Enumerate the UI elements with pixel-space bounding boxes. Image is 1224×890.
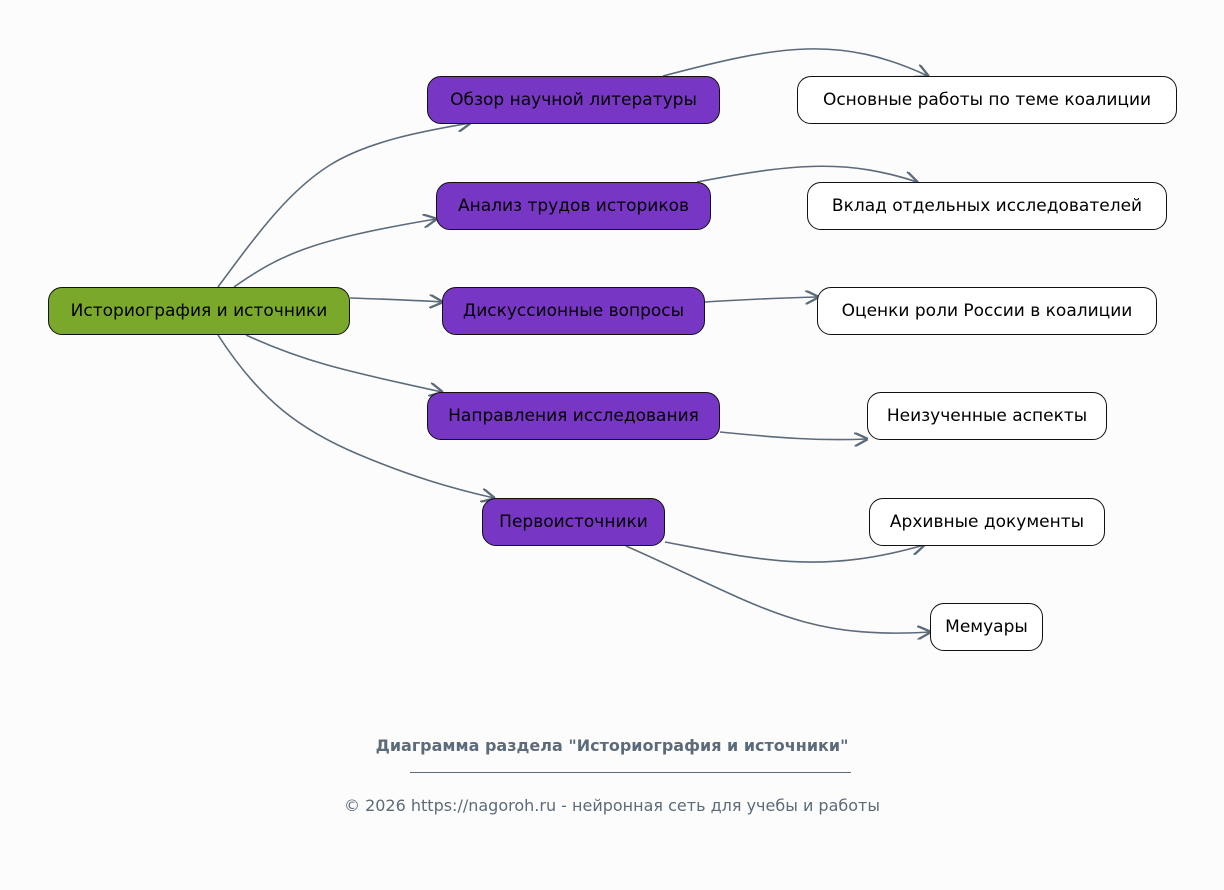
edge-root-s3 (349, 298, 442, 302)
node-section-debated-issues[interactable]: Дискуссионные вопросы (442, 287, 705, 335)
edge-root-s1 (217, 123, 470, 288)
edge-s1-l1 (662, 48, 928, 76)
node-leaf-main-works[interactable]: Основные работы по теме коалиции (797, 76, 1177, 124)
node-section-research-directions[interactable]: Направления исследования (427, 392, 720, 440)
node-root[interactable]: Историография и источники (48, 287, 350, 335)
edge-s2-l2 (696, 165, 917, 182)
node-leaf-russia-role[interactable]: Оценки роли России в коалиции (817, 287, 1157, 335)
divider (410, 772, 851, 773)
diagram-title: Диаграмма раздела "Историография и источ… (375, 736, 849, 755)
node-section-historians-analysis[interactable]: Анализ трудов историков (436, 182, 711, 230)
node-leaf-unexplored-aspects[interactable]: Неизученные аспекты (867, 392, 1107, 440)
edge-s3-l3 (704, 297, 818, 302)
node-leaf-memoirs[interactable]: Мемуары (930, 603, 1043, 651)
node-leaf-researchers-contribution[interactable]: Вклад отдельных исследователей (807, 182, 1167, 230)
edge-root-s5 (217, 334, 494, 498)
copyright-footer: © 2026 https://nagoroh.ru - нейронная се… (343, 796, 880, 815)
edge-s5-l5 (664, 542, 924, 563)
node-section-literature-review[interactable]: Обзор научной литературы (427, 76, 720, 124)
node-section-primary-sources[interactable]: Первоисточники (482, 498, 665, 546)
edge-root-s4 (245, 334, 442, 392)
node-leaf-archives[interactable]: Архивные документы (869, 498, 1105, 546)
edge-s5-l6 (625, 545, 930, 633)
edge-root-s2 (233, 219, 436, 288)
edge-s4-l4 (719, 431, 867, 440)
